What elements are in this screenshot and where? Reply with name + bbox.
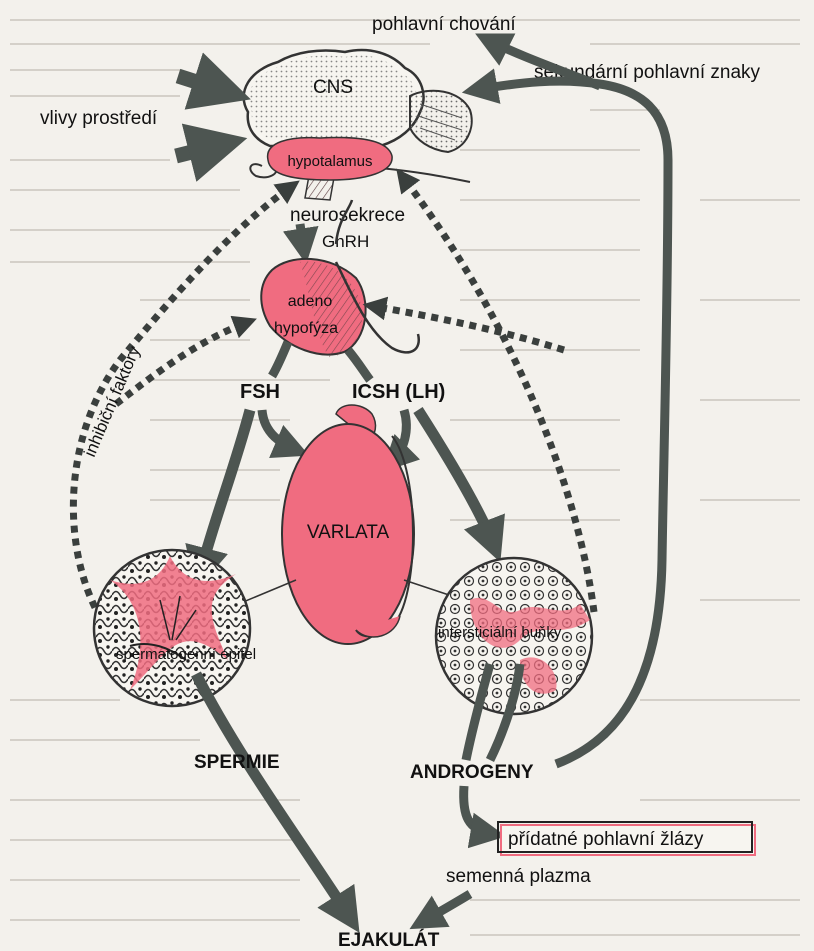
intersticialni-bunky-label: intersticiální buňky: [438, 624, 562, 641]
semenna-plazma-label: semenná plazma: [446, 866, 591, 887]
fsh-label: FSH: [240, 381, 280, 403]
spermie-arrow: [196, 674, 350, 918]
pridatne-zlazy-label: přídatné pohlavní žlázy: [508, 829, 704, 850]
feedback-androgen-hypofyza: [372, 306, 564, 350]
hypotalamus-label: hypotalamus: [287, 153, 372, 170]
fsh-stem: [272, 342, 288, 376]
icsh-to-bunky-arrow: [418, 410, 494, 546]
environment-arrow-1: [178, 76, 228, 92]
androgeny-label: ANDROGENY: [410, 762, 534, 783]
fsh-to-varlata-arrow: [262, 410, 296, 450]
spermie-label: SPERMIE: [194, 752, 280, 773]
ejakulat-label: EJAKULÁT: [338, 929, 440, 951]
pohlavni-chovani-label: pohlavní chování: [372, 14, 516, 35]
adeno-label: adeno: [288, 293, 333, 310]
plazma-to-ejakulat-arrow: [422, 894, 470, 922]
androgen-to-glands-arrow: [464, 786, 492, 834]
inhibicni-faktory-label: inhibiční faktory: [80, 343, 144, 460]
cns-label: CNS: [313, 77, 353, 98]
varlata-label: VARLATA: [307, 522, 390, 543]
environment-arrow-2: [176, 144, 224, 156]
spermatogenni-epitel-label: spermatogenní epitel: [116, 646, 256, 663]
icsh-stem: [348, 350, 370, 380]
hypofyza-label: hypofýza: [274, 320, 338, 337]
spermatogenni-epitel: [94, 550, 250, 706]
vlivy-prostredi-label: vlivy prostředí: [40, 108, 158, 129]
gnrh-arrow: [300, 224, 304, 250]
gnrh-label: GnRH: [322, 232, 369, 251]
fsh-to-epitel-arrow: [200, 410, 250, 574]
icsh-label: ICSH (LH): [352, 381, 445, 403]
